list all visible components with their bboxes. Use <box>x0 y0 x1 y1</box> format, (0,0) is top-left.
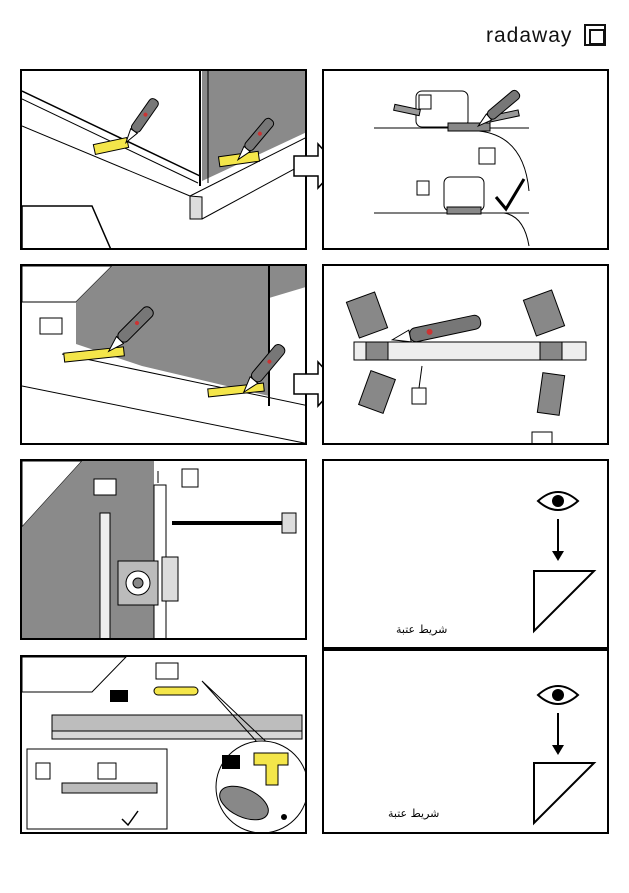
step7-illustration <box>22 657 307 834</box>
radaway-logo: radaway <box>486 24 612 50</box>
step3-panel <box>20 264 307 445</box>
triangle-shape <box>534 571 594 631</box>
step1-panel <box>20 69 307 250</box>
triangle-shape-2 <box>534 763 594 823</box>
logo-square-icon <box>584 24 606 46</box>
step2-panel <box>322 69 609 250</box>
step7-panel <box>20 655 307 834</box>
step5-panel <box>20 459 307 640</box>
step6-panel: شريط عتبة <box>322 459 609 649</box>
step1-illustration <box>22 71 307 250</box>
step8-panel: شريط عتبة <box>322 649 609 834</box>
step3-illustration <box>22 266 307 445</box>
threshold-strip-label-2: شريط عتبة <box>388 807 439 820</box>
threshold-strip-label: شريط عتبة <box>396 623 447 636</box>
step8-illustration <box>324 651 609 834</box>
step4-panel <box>322 264 609 445</box>
step2-illustration <box>324 71 609 250</box>
step5-illustration <box>22 461 307 640</box>
step6-illustration <box>324 461 609 649</box>
step4-illustration <box>324 266 609 445</box>
brand-name: radaway <box>486 24 572 48</box>
